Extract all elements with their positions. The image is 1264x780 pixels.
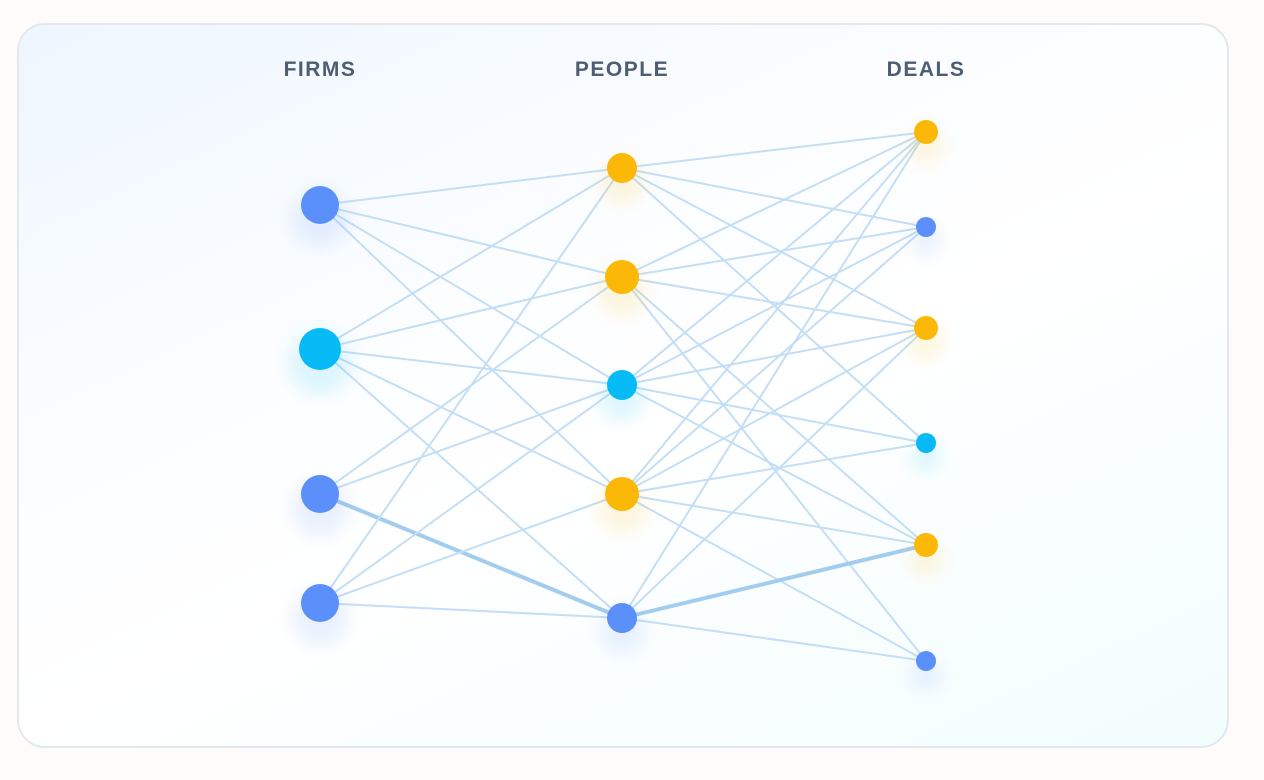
- firm-node-f4[interactable]: [301, 584, 339, 622]
- firm-node-f2[interactable]: [299, 328, 341, 370]
- edge: [319, 204, 623, 495]
- edge: [621, 131, 927, 619]
- highlighted-edge: [319, 492, 623, 620]
- edge: [319, 384, 623, 604]
- edge: [319, 348, 623, 386]
- edge: [621, 167, 927, 228]
- edge: [621, 226, 927, 386]
- deal-node-d5[interactable]: [914, 533, 938, 557]
- edge: [319, 276, 623, 350]
- edge: [621, 384, 927, 444]
- person-node-p2[interactable]: [605, 260, 639, 294]
- deal-node-d4[interactable]: [916, 433, 936, 453]
- person-node-p1[interactable]: [607, 153, 637, 183]
- edge: [621, 327, 927, 619]
- deal-node-d3[interactable]: [914, 316, 938, 340]
- edge: [621, 167, 927, 329]
- edge: [621, 131, 927, 278]
- edge: [319, 348, 623, 619]
- edge: [319, 167, 623, 206]
- edge: [621, 327, 927, 495]
- edge: [621, 327, 927, 386]
- edge: [621, 442, 927, 495]
- column-title-firms: FIRMS: [283, 58, 357, 81]
- edge: [621, 493, 927, 662]
- edge: [621, 226, 927, 278]
- person-node-p4[interactable]: [605, 477, 639, 511]
- column-title-deals: DEALS: [886, 58, 966, 81]
- edge: [621, 617, 927, 662]
- edge: [319, 167, 623, 350]
- edge: [621, 276, 927, 329]
- edge: [621, 131, 927, 169]
- edge: [621, 131, 927, 495]
- edge: [319, 384, 623, 495]
- edge: [621, 131, 927, 386]
- edge: [319, 348, 623, 495]
- person-node-p3[interactable]: [607, 370, 637, 400]
- person-node-p5[interactable]: [607, 603, 637, 633]
- highlighted-edge: [621, 543, 927, 620]
- deal-node-d1[interactable]: [914, 120, 938, 144]
- edge: [319, 204, 623, 386]
- firm-node-f1[interactable]: [301, 186, 339, 224]
- edge: [319, 204, 623, 278]
- column-title-people: PEOPLE: [574, 58, 670, 81]
- edge: [621, 384, 927, 546]
- deal-node-d6[interactable]: [916, 651, 936, 671]
- firm-node-f3[interactable]: [301, 475, 339, 513]
- deal-node-d2[interactable]: [916, 217, 936, 237]
- edge: [621, 226, 927, 495]
- edge: [319, 602, 623, 619]
- edge: [319, 167, 623, 604]
- edge: [621, 493, 927, 546]
- edge: [319, 493, 623, 604]
